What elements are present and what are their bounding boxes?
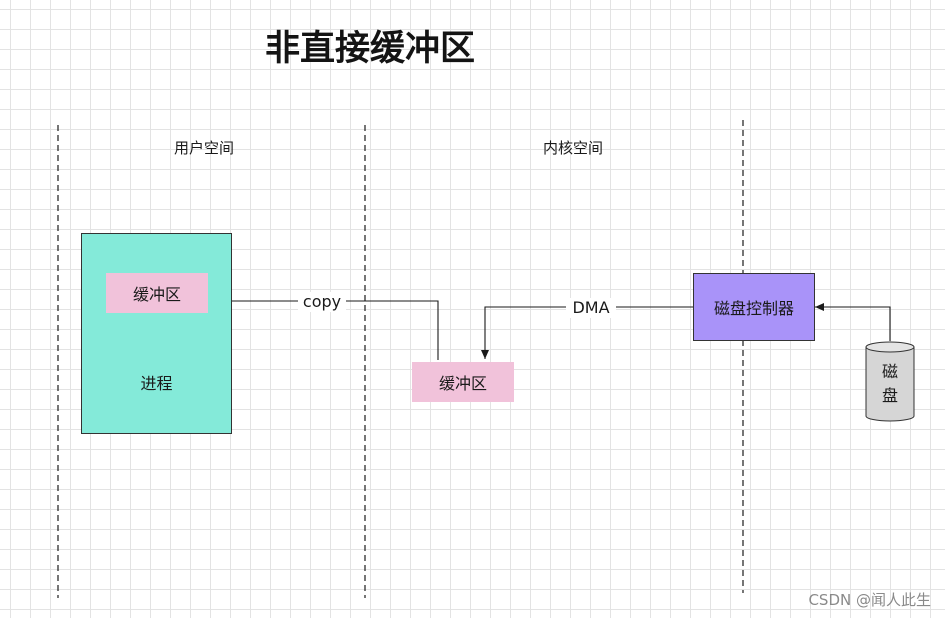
process-box (81, 233, 232, 434)
diagram-title: 非直接缓冲区 (264, 29, 475, 69)
disk-controller-box: 磁盘控制器 (693, 273, 815, 341)
disk-label-line1: 磁 (881, 362, 898, 381)
user-buffer-box: 缓冲区 (106, 273, 208, 313)
copy-edge-label: copy (298, 292, 346, 312)
disk-top (865, 341, 915, 353)
disk-to-controller-arrow (815, 303, 891, 341)
kernel-buffer-box: 缓冲区 (412, 362, 514, 402)
dma-edge-label: DMA (566, 298, 616, 318)
kernel-space-label: 内核空间 (542, 139, 603, 157)
watermark-text: CSDN @闻人此生 (808, 591, 931, 609)
dma-arrow (481, 306, 694, 359)
process-label: 进程 (140, 374, 173, 393)
user-space-label: 用户空间 (173, 139, 234, 157)
copy-arrow (210, 297, 439, 360)
disk-label-line2: 盘 (881, 386, 898, 405)
disk-body (865, 347, 915, 422)
disk-cylinder (865, 341, 915, 422)
